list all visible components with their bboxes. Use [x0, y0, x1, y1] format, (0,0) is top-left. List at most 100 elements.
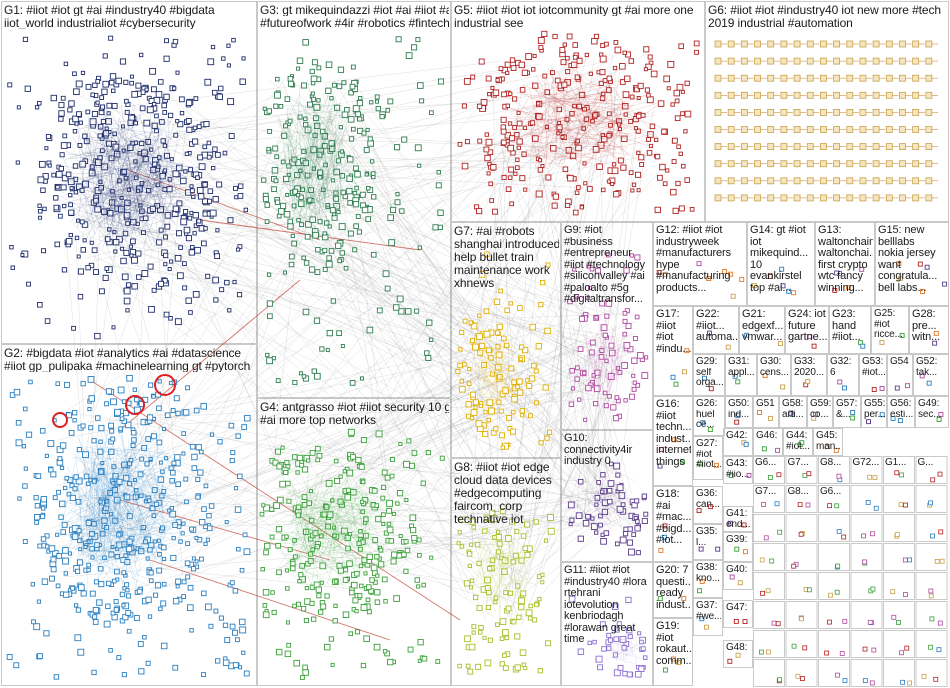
group-label-g53-line: G53: [862, 357, 884, 367]
small-cluster-box [850, 514, 883, 542]
node [178, 245, 183, 250]
group-label-g22-line: automa... [696, 332, 737, 343]
edge [519, 377, 600, 387]
edge [345, 143, 607, 188]
edge [367, 491, 623, 567]
group-label-g52-line: G52: [916, 357, 938, 367]
edge [89, 96, 299, 543]
edge [508, 172, 639, 396]
edge [499, 186, 513, 363]
group-label-g10-line: industry 0 [564, 456, 611, 467]
group-box-g1 [1, 1, 257, 344]
edge [610, 67, 616, 321]
node [76, 111, 82, 117]
edge [297, 213, 636, 529]
node [215, 228, 220, 233]
group-label-g41-line: end... [726, 519, 751, 530]
small-cluster-box [785, 514, 818, 542]
group-box-g37 [693, 598, 723, 636]
node [211, 165, 216, 171]
node [121, 148, 126, 153]
node [61, 267, 68, 273]
edge [383, 467, 468, 598]
node [53, 195, 59, 201]
edge [370, 494, 619, 571]
node [95, 79, 101, 84]
edge [107, 89, 625, 475]
group-label-g13-line: waltonchain [818, 236, 873, 248]
edge [171, 195, 636, 524]
edge [71, 141, 170, 430]
node [162, 168, 168, 173]
edge [598, 373, 600, 486]
edge [501, 147, 617, 500]
node [168, 316, 173, 321]
node [100, 148, 105, 153]
edge [359, 89, 636, 527]
edge [484, 107, 593, 611]
small-cluster-box [818, 456, 850, 484]
node [37, 176, 45, 184]
node [92, 82, 98, 88]
edge [585, 393, 616, 516]
small-cluster-box [785, 543, 818, 571]
node [74, 235, 80, 241]
edge [344, 157, 564, 164]
small-cluster-box [883, 514, 915, 542]
node [136, 188, 141, 193]
group-label-g24-line: G24: iot [788, 309, 826, 320]
node [68, 202, 73, 208]
group-label-g27-line: #iiot... [696, 460, 721, 470]
edge [467, 365, 576, 485]
edge [153, 373, 524, 517]
small-cluster-label: G7... [755, 487, 777, 497]
edge [300, 387, 471, 498]
edge [170, 235, 393, 532]
group-label-g26-line: ce... [696, 420, 715, 430]
node [128, 244, 133, 249]
edge [115, 417, 354, 585]
edge [513, 397, 607, 600]
small-cluster-box [850, 456, 883, 484]
edge [317, 151, 582, 175]
node [150, 86, 157, 93]
edge [290, 500, 588, 516]
node [162, 252, 169, 259]
group-box-g23 [829, 306, 871, 354]
edge [91, 237, 627, 407]
group-box-g20 [653, 562, 693, 618]
edge [332, 186, 603, 478]
node [113, 239, 120, 246]
group-label-g4-line: #ai more top networks [260, 414, 376, 426]
group-label-g24-line: future [788, 320, 816, 332]
edge [145, 79, 286, 252]
small-cluster-box [883, 630, 915, 658]
edge [175, 421, 492, 534]
edge [318, 129, 515, 358]
group-box-g32 [827, 354, 859, 396]
group-box-g29 [693, 354, 725, 396]
group-label-g16-line: indust... [656, 433, 691, 445]
group-label-g43-line: #iio... [726, 469, 750, 480]
group-box-g12 [653, 222, 747, 306]
group-label-g56-line: G56: [890, 399, 912, 409]
group-label-g28-line: pre... [912, 320, 937, 332]
group-label-g7-line: maintenance work [454, 264, 550, 276]
group-label-g5-line: G5: #iiot #iot iot iotcommunity gt #ai m… [454, 4, 694, 16]
group-box-g56 [887, 396, 915, 428]
node [109, 73, 117, 80]
group-box-g44 [783, 428, 813, 456]
group-label-g17-line: #iiot [656, 320, 676, 332]
group-label-g7-line: G7: #ai #robots [454, 225, 535, 237]
group-label-g6-line: G6: #iiot #iot #industry40 iot new more … [708, 4, 941, 16]
node [157, 206, 164, 214]
small-cluster-box [818, 485, 850, 513]
group-box-g9 [561, 222, 653, 430]
edge [301, 82, 534, 182]
edge [169, 95, 275, 145]
node [97, 123, 104, 130]
group-label-g52-line: tak... [916, 367, 938, 378]
group-label-g58-line: G58: [782, 399, 804, 409]
small-cluster-box [753, 456, 785, 484]
edge [60, 320, 637, 573]
